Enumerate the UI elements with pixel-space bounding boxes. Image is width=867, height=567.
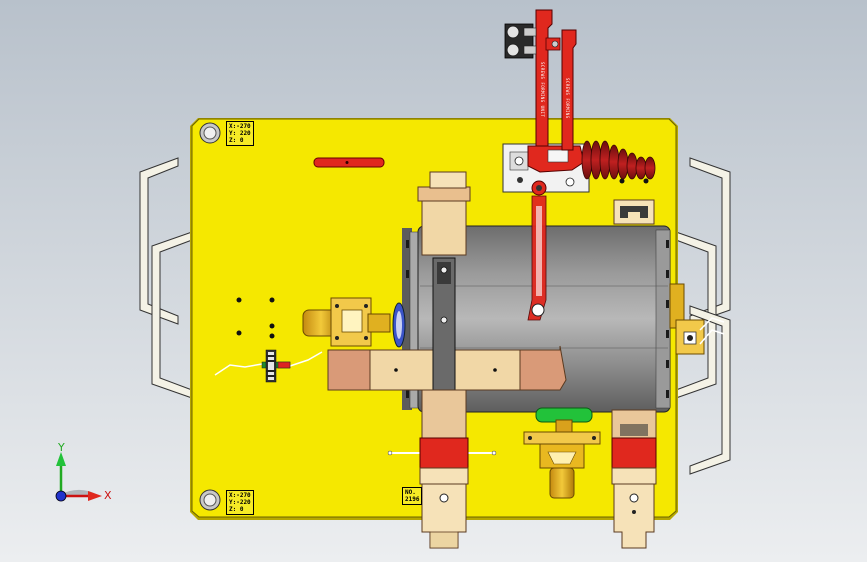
corner-bolt-top-left: [199, 122, 221, 144]
z-axis-origin-icon: [55, 490, 67, 502]
x-axis-label: X: [104, 489, 112, 502]
y-axis-label: Y: [58, 441, 65, 454]
x-axis-arrow-icon: [62, 491, 102, 501]
left-handle[interactable]: [139, 157, 193, 399]
coord-x: X:-270: [229, 123, 251, 130]
clamp-text-right: SCREWS FORMING: [565, 78, 570, 119]
plate-id-line1: NO.: [405, 489, 416, 496]
gold-fitting-left[interactable]: [302, 297, 391, 347]
corner-bolt-bottom-left: [199, 489, 221, 511]
plate-id-line2: 2196: [405, 496, 420, 503]
center-pillar[interactable]: [417, 171, 471, 256]
lower-mount-left[interactable]: [419, 389, 469, 549]
gold-bottom-fitting[interactable]: [523, 431, 601, 499]
red-slot: [313, 157, 385, 168]
blue-seal-ring: [392, 302, 406, 348]
edge-fitting-right[interactable]: [669, 283, 725, 355]
coord-tag-top-left: X:-270 Y: 220 Z: 0: [226, 121, 254, 146]
bottom-wire-probe[interactable]: [387, 450, 497, 456]
coord-z: Z: 0: [229, 506, 244, 513]
sensor-connector[interactable]: [214, 349, 323, 383]
coord-tag-bottom-left: X:-270 Y:-220 Z: 0: [226, 490, 254, 515]
lower-mount-right[interactable]: [611, 199, 657, 549]
orientation-triad: [55, 452, 102, 502]
y-axis-arrow-icon: [56, 452, 66, 494]
toggle-clamp[interactable]: [502, 9, 656, 321]
clamp-text-left: SCREWS FORMING UNIT: [540, 62, 545, 118]
coord-x: X:-270: [229, 492, 251, 499]
right-handle[interactable]: [675, 157, 731, 475]
coord-y: Y: 220: [229, 130, 251, 137]
coord-z: Z: 0: [229, 137, 244, 144]
coord-y: Y:-220: [229, 499, 251, 506]
plate-id-tag: NO. 2196: [402, 487, 423, 505]
